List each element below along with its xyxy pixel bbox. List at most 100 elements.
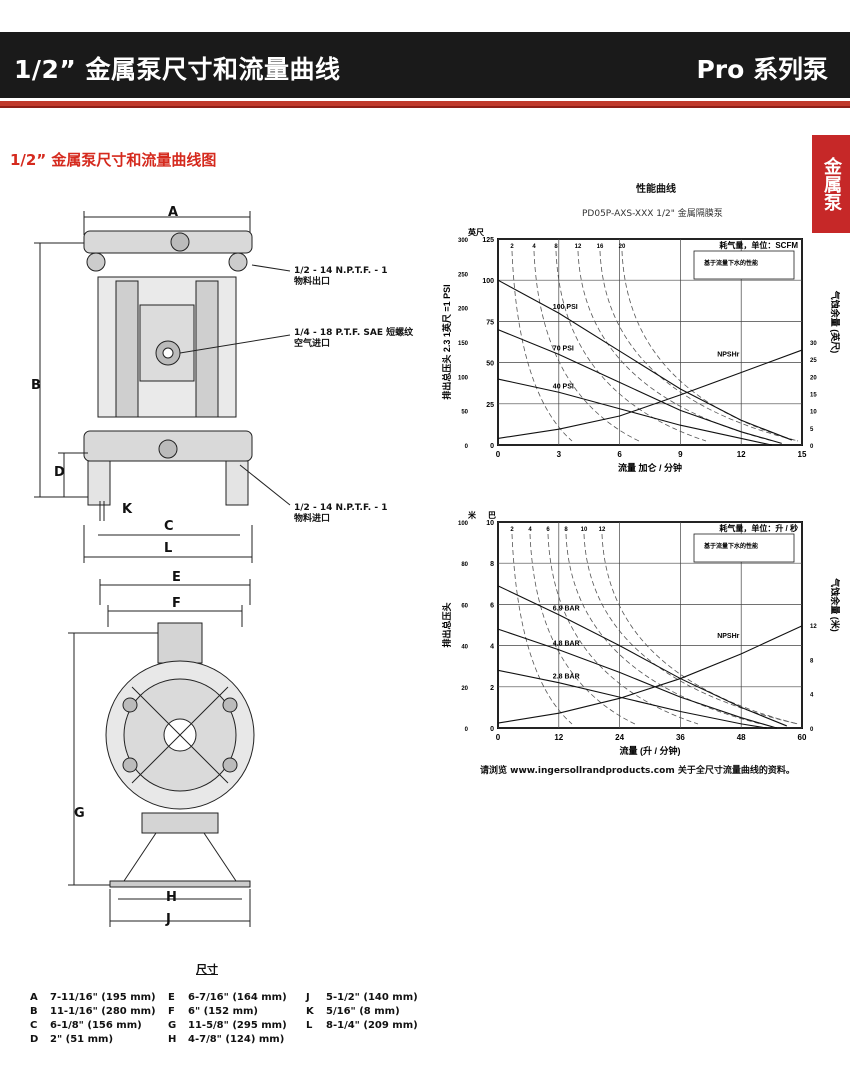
x-tick-label: 0 (496, 733, 501, 742)
side-tab: 金属泵 (812, 135, 850, 233)
dim-label-l: L (164, 541, 173, 556)
dimension-value: 6-7/16" (164 mm) (188, 992, 287, 1003)
header-bar (0, 32, 850, 98)
dimension-value: 8-1/4" (209 mm) (326, 1020, 418, 1031)
y-tick-label: 0 (490, 726, 494, 733)
x-tick-label: 12 (737, 450, 746, 459)
y-tick-label: 125 (482, 237, 494, 244)
y-tick-label: 10 (486, 520, 494, 527)
outlet-callout: 1/2 - 14 N.P.T.F. - 1 物料出口 (294, 266, 388, 287)
y-tick-label: 2 (490, 685, 494, 692)
y-tick-label: 250 (458, 272, 469, 278)
dim-label-j: J (166, 912, 171, 927)
y-tick-label: 75 (486, 319, 494, 326)
dim-label-e: E (172, 570, 181, 585)
y-unit-label: 巴 (488, 511, 496, 520)
series-label: NPSHr (717, 351, 739, 358)
x-tick-label: 24 (615, 733, 624, 742)
y-tick-label: 8 (490, 561, 494, 568)
dimension-key: E (168, 992, 175, 1003)
dimension-key: L (306, 1020, 313, 1031)
x-axis-label: 流量 (升 / 分钟) (620, 745, 681, 756)
dimension-key: K (306, 1006, 314, 1017)
dimension-value: 11-1/16" (280 mm) (50, 1006, 156, 1017)
x-tick-label: 3 (557, 450, 562, 459)
y-tick-label: 300 (458, 238, 469, 244)
air-consumption-curve (511, 250, 573, 442)
y-axis-label: 排出总压头 2.3 1英尺 =1 PSI (441, 284, 452, 399)
top-axis-tick: 16 (597, 244, 604, 250)
series-label: 6.9 BAR (553, 606, 580, 613)
dim-label-a: A (168, 205, 179, 220)
dimension-key: A (30, 992, 38, 1003)
y-tick-label: 0 (465, 444, 469, 450)
dimensions-title: 尺寸 (196, 963, 218, 976)
section-title: 1/2” 金属泵尺寸和流量曲线图 (10, 151, 217, 169)
dimension-key: D (30, 1034, 39, 1045)
y2-tick-label: 25 (810, 358, 817, 364)
air-consumption-curve (577, 250, 774, 442)
chart-heading: 性能曲线 (636, 184, 676, 195)
dimension-value: 6" (152 mm) (188, 1006, 258, 1017)
top-axis-tick: 20 (619, 244, 626, 250)
series-line (497, 329, 782, 444)
air-consumption-curve (601, 533, 799, 725)
top-axis-tick: 2 (510, 244, 514, 250)
y-tick-label: 0 (490, 443, 494, 450)
y2-axis-label: 气蚀余量 (英尺) (830, 290, 840, 354)
dimension-row: H 4-7/8" (124) mm) (168, 1033, 284, 1046)
pump-front-view (34, 211, 291, 563)
y-tick-label: 6 (490, 602, 494, 609)
air-consumption-curve (547, 533, 699, 725)
y2-tick-label: 20 (810, 375, 817, 381)
air-inlet-callout: 1/4 - 18 P.T.F. SAE 短螺纹 空气进口 (294, 328, 414, 349)
air-consumption-curve (621, 250, 799, 442)
y2-tick-label: 8 (810, 658, 814, 664)
y-tick-label: 100 (458, 375, 469, 381)
y-tick-label: 100 (458, 521, 469, 527)
dimension-key: B (30, 1006, 38, 1017)
dim-label-b: B (31, 378, 41, 393)
y-tick-label: 20 (461, 686, 468, 692)
page-title: 1/2” 金属泵尺寸和流量曲线 (14, 55, 341, 84)
air-consumption-curve (565, 533, 762, 725)
dimension-row: E 6-7/16" (164 mm) (168, 991, 287, 1004)
air-consumption-curve (529, 533, 636, 725)
dimension-value: 4-7/8" (124) mm) (188, 1034, 285, 1045)
x-tick-label: 9 (678, 450, 683, 459)
series-line (497, 279, 793, 441)
y-tick-label: 80 (461, 562, 468, 568)
air-consumption-curve (511, 533, 573, 725)
series-label: 70 PSI (553, 345, 574, 352)
y-tick-label: 150 (458, 341, 469, 347)
header-divider (0, 101, 850, 106)
y-tick-label: 4 (490, 644, 494, 651)
y-tick-label: 50 (461, 410, 468, 416)
dimension-row: L 8-1/4" (209 mm) (306, 1019, 418, 1032)
header-divider-dark (0, 106, 850, 108)
dim-label-h: H (166, 890, 177, 905)
y2-tick-label: 12 (810, 624, 817, 630)
dim-label-c: C (164, 519, 174, 534)
y2-axis-label: 气蚀余量 (米) (830, 577, 840, 632)
series-line (497, 669, 767, 729)
x-tick-label: 15 (798, 450, 807, 459)
x-tick-label: 36 (676, 733, 685, 742)
dimension-key: H (168, 1034, 177, 1045)
footer-note: 请浏览 www.ingersollrandproducts.com 关于全尺寸流… (480, 766, 795, 776)
y2-tick-label: 0 (810, 444, 814, 450)
note-box (693, 250, 795, 280)
series-line (497, 628, 777, 729)
inlet-callout: 1/2 - 14 N.P.T.F. - 1 物料进口 (294, 503, 388, 524)
series-line (497, 625, 803, 724)
y-unit-label: 米 (467, 510, 477, 520)
series-line (497, 378, 772, 446)
y2-tick-label: 30 (810, 341, 817, 347)
top-axis-tick: 2 (510, 527, 514, 533)
